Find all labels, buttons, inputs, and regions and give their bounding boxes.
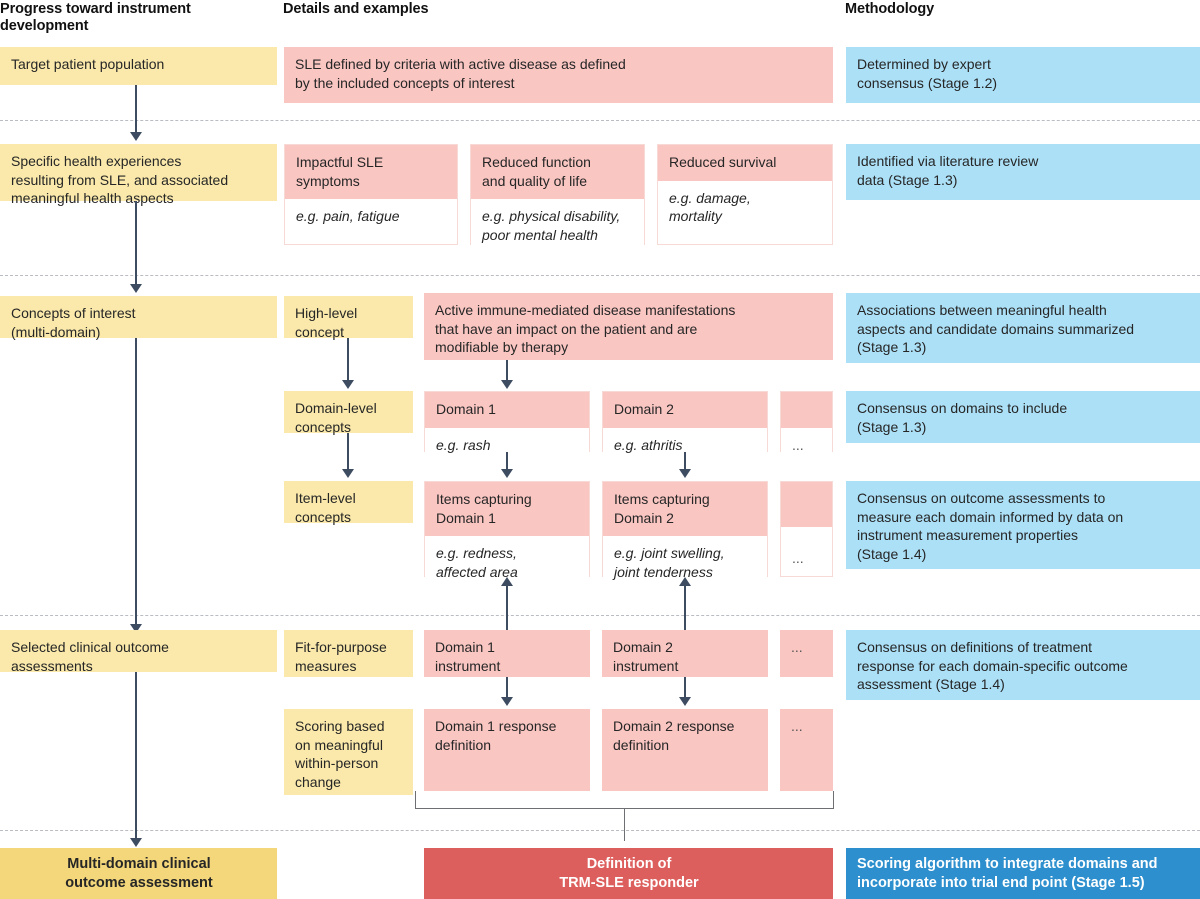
detail-card-reduced-function[interactable]: Reduced function and quality of life e.g… (470, 144, 645, 252)
arrowhead-sublabel-1-2 (342, 380, 354, 389)
connector-instrument2-to-response2 (684, 677, 686, 699)
methodology-box-target-patient-population[interactable]: Determined by expert consensus (Stage 1.… (846, 47, 1200, 103)
column-heading-details: Details and examples (283, 1, 429, 17)
instrument-box-ellipsis[interactable]: ... (780, 630, 833, 677)
instrument-box-domain-2[interactable]: Domain 2 instrument (602, 630, 768, 677)
row-divider-2 (0, 275, 1200, 276)
item-card-2[interactable]: Items capturing Domain 2 e.g. joint swel… (602, 481, 768, 589)
detail-card-header: Reduced function and quality of life (471, 145, 644, 199)
connector-stage-2-3 (135, 201, 137, 286)
methodology-box-fit-for-purpose-measures[interactable]: Consensus on definitions of treatment re… (846, 630, 1200, 700)
connector-stage-4-5 (135, 672, 137, 840)
connector-instrument1-to-items1 (506, 586, 508, 631)
scoring-algorithm-box[interactable]: Scoring algorithm to integrate domains a… (846, 848, 1200, 899)
domain-card-example: e.g. athritis (603, 427, 767, 462)
row-divider-1 (0, 120, 1200, 121)
sublabel-fit-for-purpose-measures[interactable]: Fit-for-purpose measures (284, 630, 413, 677)
arrowhead-stage-2-3 (130, 284, 142, 293)
item-card-example: ... (781, 527, 832, 576)
domain-card-header: Domain 2 (603, 392, 767, 428)
row-divider-4 (0, 830, 1200, 831)
bracket-response-definitions (415, 791, 834, 809)
connector-instrument2-to-items2 (684, 586, 686, 631)
connector-domain1-to-items1 (506, 452, 508, 471)
detail-card-header: Impactful SLE symptoms (285, 145, 457, 199)
stage-box-concepts-of-interest[interactable]: Concepts of interest (multi-domain) (0, 296, 277, 340)
detail-card-reduced-survival[interactable]: Reduced survival e.g. damage, mortality (657, 144, 833, 245)
arrowhead-stage-3-4 (130, 624, 142, 633)
methodology-box-high-level-concept[interactable]: Associations between meaningful health a… (846, 293, 1200, 363)
item-card-header (781, 482, 832, 527)
connector-sublabel-2-3 (347, 433, 349, 471)
connector-instrument1-to-response1 (506, 677, 508, 699)
domain-card-2[interactable]: Domain 2 e.g. athritis (602, 391, 768, 462)
detail-card-impactful-sle-symptoms[interactable]: Impactful SLE symptoms e.g. pain, fatigu… (284, 144, 458, 245)
item-card-ellipsis[interactable]: ... (780, 481, 833, 577)
detail-card-example: e.g. damage, mortality (658, 180, 832, 234)
stage-box-target-patient-population[interactable]: Target patient population (0, 47, 277, 85)
connector-domain2-to-items2 (684, 452, 686, 471)
methodology-box-item-level-concepts[interactable]: Consensus on outcome assessments to meas… (846, 481, 1200, 569)
row-divider-3 (0, 615, 1200, 616)
arrowhead-highlevel-to-domain1 (501, 380, 513, 389)
details-box-target-patient-population[interactable]: SLE defined by criteria with active dise… (284, 47, 833, 103)
sublabel-scoring-based-on-change[interactable]: Scoring based on meaningful within-perso… (284, 709, 413, 795)
stage-box-selected-clinical-outcome-assessments[interactable]: Selected clinical outcome assessments (0, 630, 277, 674)
item-card-1[interactable]: Items capturing Domain 1 e.g. redness, a… (424, 481, 590, 589)
domain-card-1[interactable]: Domain 1 e.g. rash (424, 391, 590, 462)
domain-card-header: Domain 1 (425, 392, 589, 428)
item-card-header: Items capturing Domain 2 (603, 482, 767, 536)
instrument-box-domain-1[interactable]: Domain 1 instrument (424, 630, 590, 677)
domain-card-ellipsis[interactable]: ... (780, 391, 833, 462)
sublabel-item-level-concepts[interactable]: Item-level concepts (284, 481, 413, 525)
arrowhead-stage-1-2 (130, 132, 142, 141)
item-card-example: e.g. redness, affected area (425, 536, 589, 589)
arrowhead-instrument1-to-items1 (501, 577, 513, 586)
details-box-high-level-concept[interactable]: Active immune-mediated disease manifesta… (424, 293, 833, 360)
definition-box-trm-sle-responder[interactable]: Definition of TRM-SLE responder (424, 848, 833, 899)
arrowhead-instrument1-to-response1 (501, 697, 513, 706)
bracket-stem (624, 809, 626, 841)
stage-box-specific-health-experiences[interactable]: Specific health experiences resulting fr… (0, 144, 277, 206)
domain-card-header (781, 392, 832, 428)
connector-stage-3-4 (135, 338, 137, 626)
arrowhead-domain2-to-items2 (679, 469, 691, 478)
methodology-box-domain-level-concepts[interactable]: Consensus on domains to include (Stage 1… (846, 391, 1200, 443)
item-card-header: Items capturing Domain 1 (425, 482, 589, 536)
stage-box-multi-domain-outcome[interactable]: Multi-domain clinical outcome assessment (0, 848, 277, 899)
arrowhead-stage-4-5 (130, 838, 142, 847)
response-definition-box-domain-2[interactable]: Domain 2 response definition (602, 709, 768, 791)
column-heading-progress: Progress toward instrument development (0, 1, 191, 34)
response-definition-box-domain-1[interactable]: Domain 1 response definition (424, 709, 590, 791)
arrowhead-instrument2-to-items2 (679, 577, 691, 586)
arrowhead-domain1-to-items1 (501, 469, 513, 478)
arrowhead-sublabel-2-3 (342, 469, 354, 478)
domain-card-example: ... (781, 427, 832, 462)
sublabel-domain-level-concepts[interactable]: Domain-level concepts (284, 391, 413, 435)
arrowhead-instrument2-to-response2 (679, 697, 691, 706)
detail-card-header: Reduced survival (658, 145, 832, 181)
connector-stage-1-2 (135, 85, 137, 134)
column-heading-methodology: Methodology (845, 1, 935, 17)
detail-card-example: e.g. physical disability, poor mental he… (471, 199, 644, 252)
connector-highlevel-to-domain1 (506, 360, 508, 382)
connector-sublabel-1-2 (347, 338, 349, 382)
response-definition-box-ellipsis[interactable]: ... (780, 709, 833, 791)
detail-card-example: e.g. pain, fatigue (285, 199, 457, 234)
methodology-box-specific-health-experiences[interactable]: Identified via literature review data (S… (846, 144, 1200, 200)
sublabel-high-level-concept[interactable]: High-level concept (284, 296, 413, 340)
